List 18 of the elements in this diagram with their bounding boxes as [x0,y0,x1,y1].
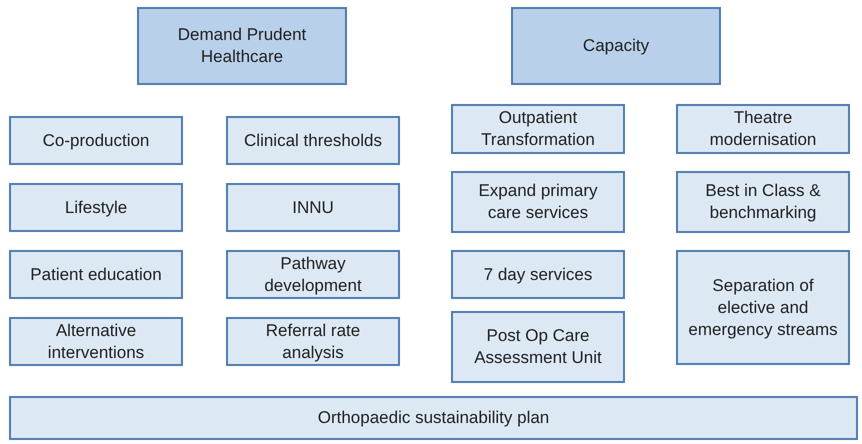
item-box: Post Op Care Assessment Unit [451,311,625,383]
item-box: Theatre modernisation [676,104,850,154]
item-box: Orthopaedic sustainability plan [9,396,858,440]
item-box: Expand primary care services [451,171,625,233]
heading-box: Capacity [511,7,721,85]
item-box: Separation of elective and emergency streams [676,250,850,365]
item-box: Clinical thresholds [226,116,400,165]
item-box: Patient education [9,250,183,299]
item-box: Best in Class & benchmarking [676,171,850,233]
item-box: 7 day services [451,250,625,299]
item-box: Co-production [9,116,183,165]
item-box: Outpatient Transformation [451,104,625,154]
item-box: Lifestyle [9,183,183,232]
heading-box: Demand Prudent Healthcare [137,7,347,85]
item-box: INNU [226,183,400,232]
item-box: Referral rate analysis [226,317,400,366]
item-box: Pathway development [226,250,400,299]
item-box: Alternative interventions [9,317,183,366]
